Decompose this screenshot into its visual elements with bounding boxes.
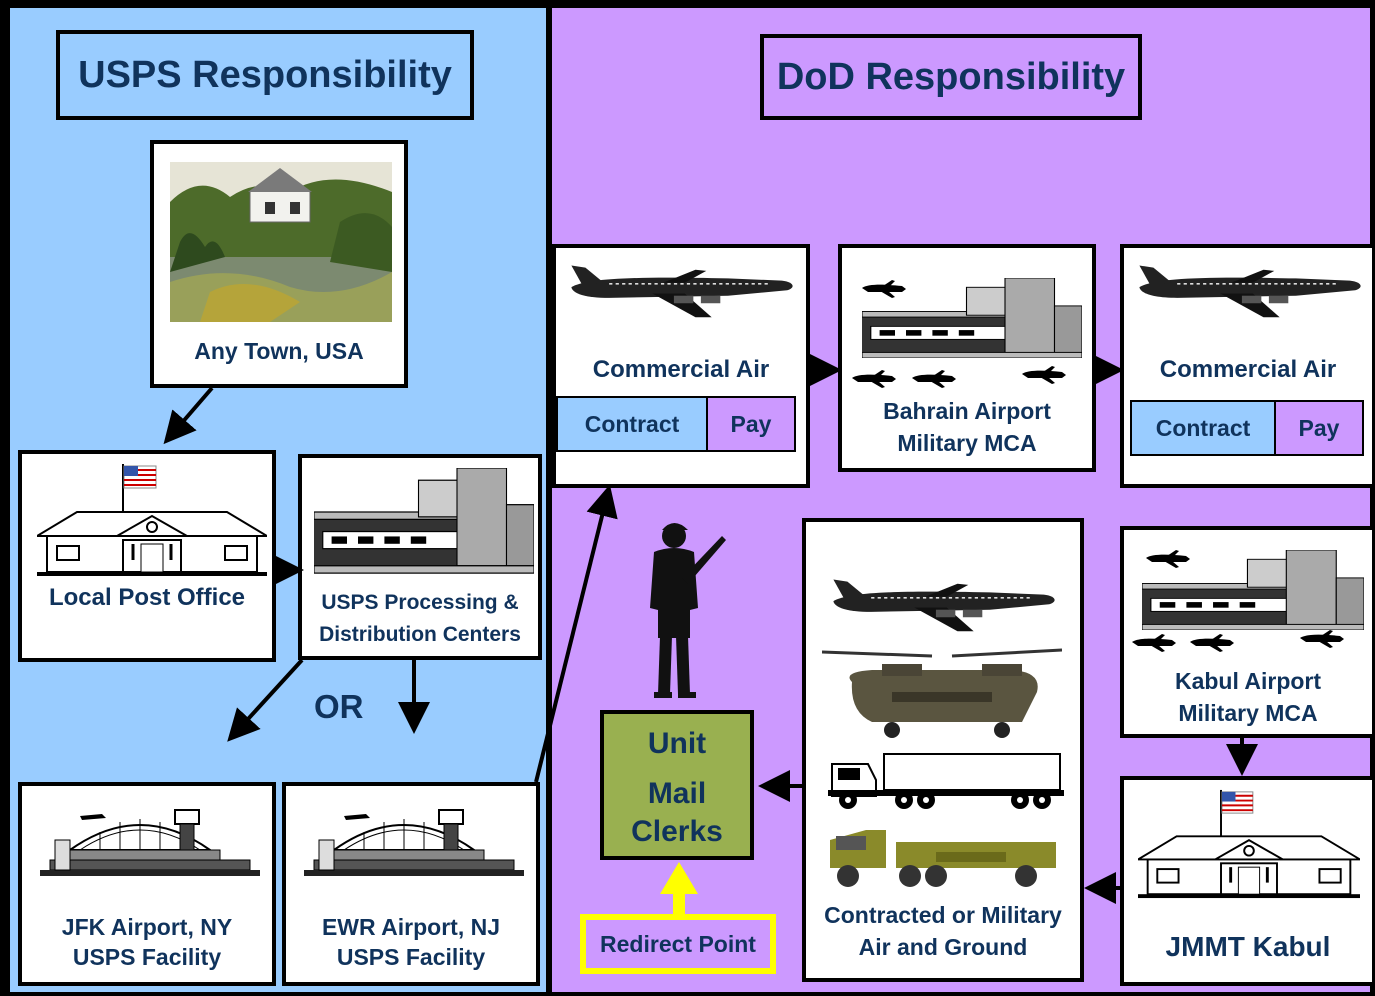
ewr-label-1: EWR Airport, NJ <box>321 914 501 940</box>
jmmt-label: JMMT Kabul <box>1165 931 1331 962</box>
local-post-office-label: Local Post Office <box>48 584 246 611</box>
commercial-air-label-1: Commercial Air <box>592 356 770 383</box>
ewr-label-2: USPS Facility <box>336 944 486 970</box>
usps-title: USPS Responsibility <box>56 30 474 120</box>
local-post-office-box: Local Post Office <box>18 450 276 662</box>
ewr-airport-icon <box>304 809 524 877</box>
small-planes-icon-2 <box>1132 550 1344 652</box>
military-truck-icon <box>830 830 1056 887</box>
bahrain-label-1: Bahrain Airport <box>883 398 1051 424</box>
unit-mail-clerks-box: Unit Mail Clerks <box>600 710 754 860</box>
helicopter-icon <box>822 648 1062 738</box>
kabul-box: Kabul Airport Military MCA <box>1120 526 1375 738</box>
airliner-icon-3 <box>832 578 1056 633</box>
contracted-label-1: Contracted or Military <box>824 902 1062 928</box>
contract-cell-2: Contract <box>1130 400 1276 456</box>
processing-building-icon <box>314 468 534 574</box>
soldier-icon <box>650 523 726 698</box>
processing-center-box: USPS Processing & Distribution Centers <box>298 454 542 660</box>
clerks-label: Clerks <box>631 815 723 848</box>
pay-cell-1: Pay <box>706 396 796 452</box>
mail-label: Mail <box>647 777 707 810</box>
contract-cell-1: Contract <box>556 396 708 452</box>
redirect-point-label: Redirect Point <box>600 930 756 957</box>
ewr-box: EWR Airport, NJ USPS Facility <box>282 782 540 986</box>
dod-title: DoD Responsibility <box>760 34 1142 120</box>
commercial-air-box-1: Commercial Air Contract Pay <box>552 244 810 488</box>
post-office-icon <box>37 464 267 576</box>
commercial-air-label-2: Commercial Air <box>1159 356 1337 383</box>
airliner-icon-2 <box>1138 264 1362 319</box>
small-planes-icon <box>852 280 1066 388</box>
pay-cell-2: Pay <box>1274 400 1364 456</box>
any-town-box: Any Town, USA <box>150 140 408 388</box>
bahrain-label-2: Military MCA <box>897 430 1037 456</box>
unit-label: Unit <box>647 727 707 760</box>
jfk-label-1: JFK Airport, NY <box>61 914 233 940</box>
commercial-air-box-2: Commercial Air Contract Pay <box>1120 244 1375 488</box>
contracted-transport-box: Contracted or Military Air and Ground <box>802 518 1084 982</box>
any-town-label: Any Town, USA <box>194 338 364 364</box>
jfk-box: JFK Airport, NY USPS Facility <box>18 782 276 986</box>
bahrain-box: Bahrain Airport Military MCA <box>838 244 1096 472</box>
town-scene-image <box>170 162 392 322</box>
jfk-label-2: USPS Facility <box>72 944 222 970</box>
processing-label-2: Distribution Centers <box>319 623 521 646</box>
jfk-airport-icon <box>40 809 260 877</box>
or-label: OR <box>314 688 364 725</box>
jmmt-post-office-icon <box>1138 788 1360 900</box>
contracted-label-2: Air and Ground <box>858 934 1028 960</box>
semi-truck-icon <box>828 753 1064 809</box>
redirect-point-box: Redirect Point <box>580 914 776 974</box>
kabul-label-1: Kabul Airport <box>1174 668 1322 694</box>
airliner-icon <box>570 264 794 319</box>
processing-label-1: USPS Processing & <box>321 591 519 614</box>
kabul-label-2: Military MCA <box>1178 700 1318 726</box>
jmmt-box: JMMT Kabul <box>1120 776 1375 986</box>
